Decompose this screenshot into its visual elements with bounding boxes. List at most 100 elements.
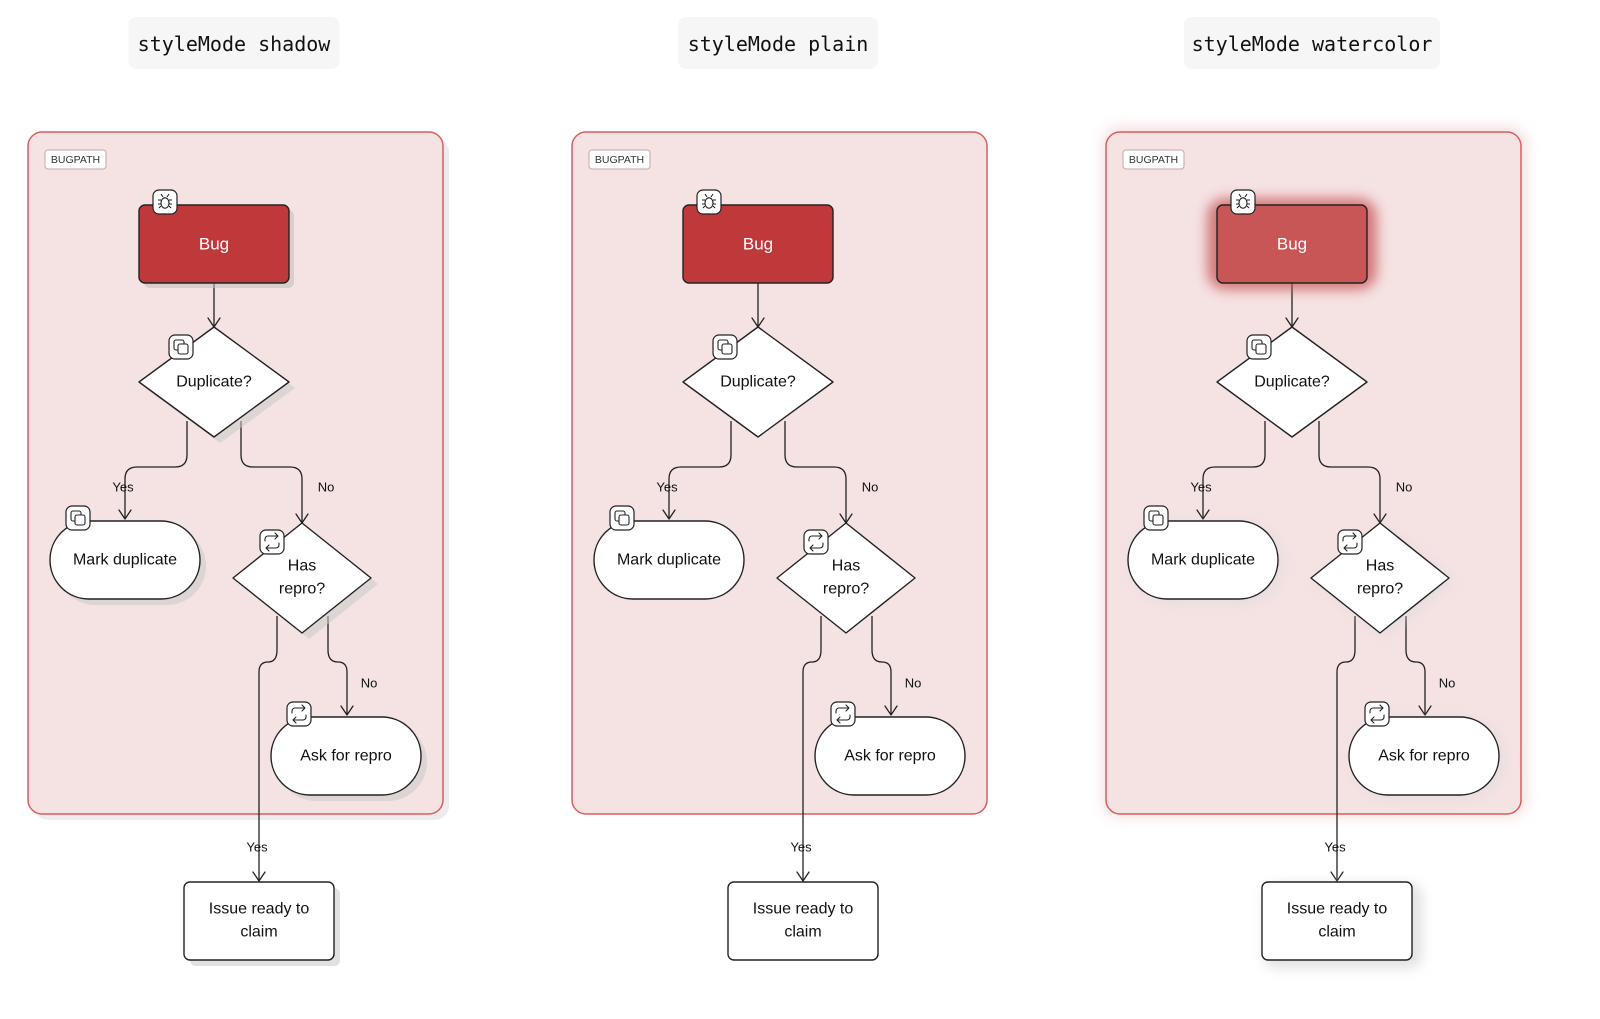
- edge-label-yes: Yes: [1190, 480, 1212, 495]
- node-issue-ready[interactable]: Issue ready to claim: [183, 881, 340, 966]
- edge-label-yes: Yes: [656, 480, 678, 495]
- edge-duplicate-yes: [668, 421, 732, 518]
- node-duplicate[interactable]: Duplicate?: [1216, 326, 1368, 438]
- arrow-head: [884, 705, 898, 716]
- bug-icon: [696, 189, 722, 215]
- edge-duplicate-yes: [1202, 421, 1266, 518]
- node-bug-label: Bug: [743, 235, 773, 254]
- node-ask-for-repro[interactable]: Ask for repro: [270, 701, 427, 801]
- group-bugpath: BUGPATH: [27, 131, 449, 820]
- node-bug[interactable]: Bug: [682, 189, 834, 284]
- node-box: [814, 716, 966, 796]
- node-duplicate[interactable]: Duplicate?: [682, 326, 834, 438]
- group-frame: [571, 131, 988, 815]
- group-label: BUGPATH: [1129, 154, 1178, 166]
- node-duplicate[interactable]: Duplicate?: [138, 326, 295, 443]
- edge-label-yes: Yes: [246, 840, 268, 855]
- group-frame: [1105, 131, 1522, 815]
- node-issue-ready-label-line2: claim: [240, 924, 277, 941]
- bug-icon: [152, 189, 178, 215]
- panel-title: styleMode shadow: [128, 17, 340, 69]
- arrow-head: [1196, 509, 1210, 520]
- edge-label-yes: Yes: [1324, 840, 1346, 855]
- edges: [1196, 283, 1432, 882]
- repeat-icon: [1337, 529, 1363, 555]
- node-mark-duplicate-label: Mark duplicate: [73, 552, 177, 569]
- node-has-repro-label-line1: Has: [832, 558, 860, 575]
- group-bugpath: BUGPATH: [1102, 126, 1527, 818]
- panel-title-text: styleMode shadow: [138, 32, 332, 56]
- arrow-head: [340, 705, 354, 716]
- node-ask-for-repro[interactable]: Ask for repro: [1348, 701, 1503, 798]
- node-bug[interactable]: Bug: [1207, 189, 1377, 290]
- edge-label-no: No: [318, 480, 335, 495]
- node-ask-for-repro[interactable]: Ask for repro: [814, 701, 966, 796]
- panel-title: styleMode plain: [678, 17, 878, 69]
- edge-repro-yes: [802, 616, 822, 880]
- copy-icon: [1246, 334, 1272, 360]
- node-box: [1216, 204, 1368, 284]
- node-box: [183, 881, 335, 961]
- node-mark-duplicate[interactable]: Mark duplicate: [593, 505, 745, 600]
- edge-label-yes: Yes: [790, 840, 812, 855]
- node-box: [593, 520, 745, 600]
- node-has-repro-label-line2: repro?: [279, 581, 325, 598]
- arrow-head: [252, 871, 266, 882]
- edge-repro-no: [327, 616, 348, 714]
- copy-icon: [1143, 505, 1169, 531]
- node-mark-duplicate-label: Mark duplicate: [1151, 552, 1255, 569]
- group-label-box: [44, 149, 107, 170]
- node-bug-label: Bug: [199, 235, 229, 254]
- edge-repro-yes: [258, 616, 278, 880]
- node-mark-duplicate[interactable]: Mark duplicate: [1127, 505, 1282, 602]
- edge-label-no: No: [905, 676, 922, 691]
- copy-icon: [712, 334, 738, 360]
- node-issue-ready-label-line1: Issue ready to: [209, 901, 310, 918]
- node-has-repro[interactable]: Has repro?: [776, 522, 916, 634]
- panel-title: styleMode watercolor: [1184, 17, 1440, 69]
- node-box: [1348, 716, 1500, 796]
- node-box: [682, 204, 834, 284]
- edge-repro-no: [1405, 616, 1426, 714]
- node-box: [49, 520, 201, 600]
- panel-title-text: styleMode plain: [688, 32, 869, 56]
- node-mark-duplicate[interactable]: Mark duplicate: [49, 505, 206, 605]
- node-has-repro-label-line2: repro?: [1357, 581, 1403, 598]
- node-box: [727, 881, 879, 961]
- node-duplicate-label: Duplicate?: [720, 374, 796, 391]
- repeat-icon: [259, 529, 285, 555]
- copy-icon: [168, 334, 194, 360]
- arrow-head: [1330, 871, 1344, 882]
- node-bug-label: Bug: [1277, 235, 1307, 254]
- node-has-repro[interactable]: Has repro?: [232, 522, 378, 639]
- node-box: [1261, 881, 1413, 961]
- node-has-repro-label-line1: Has: [1366, 558, 1394, 575]
- edge-repro-no: [871, 616, 892, 714]
- copy-icon: [65, 505, 91, 531]
- node-bug[interactable]: Bug: [138, 189, 294, 288]
- edge-repro-yes: [1336, 616, 1356, 880]
- edge-label-no: No: [361, 676, 378, 691]
- node-has-repro[interactable]: Has repro?: [1310, 522, 1453, 636]
- edge-duplicate-no: [784, 421, 847, 522]
- node-issue-ready-label-line2: claim: [784, 924, 821, 941]
- repeat-icon: [1364, 701, 1390, 727]
- node-mark-duplicate-label: Mark duplicate: [617, 552, 721, 569]
- group-label: BUGPATH: [51, 154, 100, 166]
- node-has-repro-label-line2: repro?: [823, 581, 869, 598]
- node-has-repro-label-line1: Has: [288, 558, 316, 575]
- group-frame: [27, 131, 444, 815]
- node-ask-repro-label: Ask for repro: [844, 748, 936, 765]
